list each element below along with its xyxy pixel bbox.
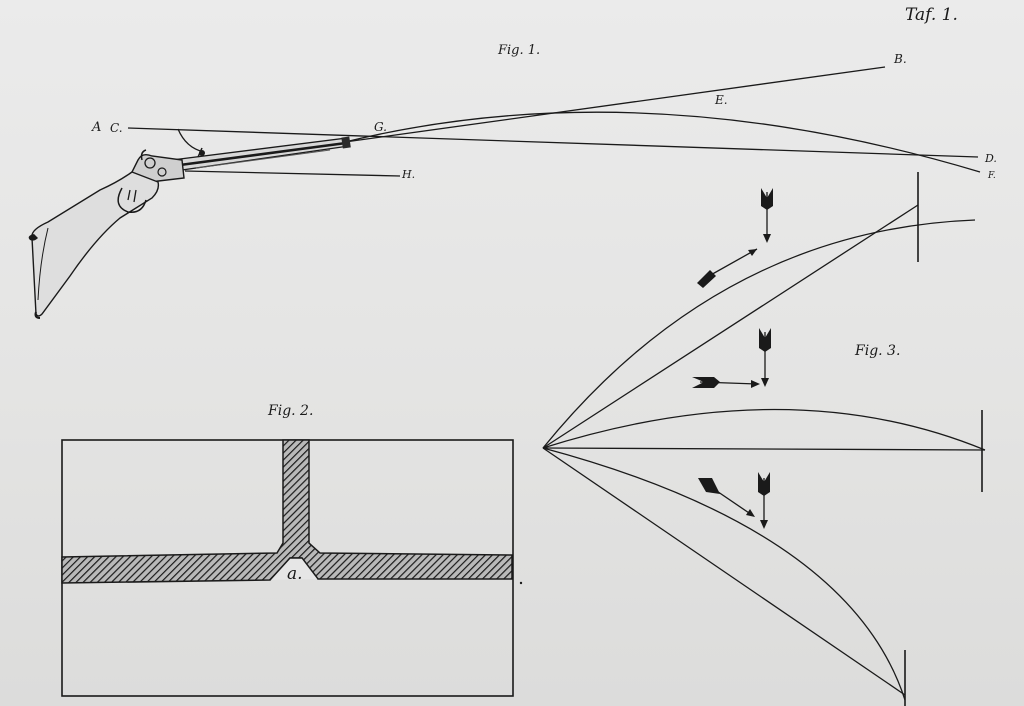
fig3-middle-arrows	[692, 328, 771, 388]
fig3-lower-straight-line	[542, 447, 906, 696]
fig1-label-b: B.	[893, 52, 907, 66]
fig1-label-e: E.	[714, 93, 728, 107]
fig1-label-c: C.	[110, 121, 123, 135]
rifle-illustration	[28, 136, 351, 319]
fig2-label-a: a.	[287, 564, 303, 584]
fig1-label-d: D.	[984, 152, 997, 165]
fig2-title: Fig. 2.	[267, 403, 313, 419]
fig3-lower-arrows	[698, 472, 770, 529]
fig3-middle-straight-line	[542, 447, 986, 451]
fig1-diagram: A C. G. B. E. D. F. H.	[28, 52, 997, 319]
fig1-title: Fig. 1.	[497, 43, 540, 58]
fig1-label-h: H.	[401, 168, 415, 181]
line-of-sight	[127, 127, 979, 158]
fig3-middle-curve	[542, 408, 986, 451]
fig3-upper-curve	[542, 219, 976, 449]
fig3-lower-curve	[542, 447, 906, 701]
plate-number-label: Taf. 1.	[905, 5, 958, 25]
fig1-label-f: F.	[987, 171, 996, 181]
fig2-diagram: a.	[61, 439, 523, 697]
trajectory-curve	[344, 111, 981, 173]
bore-axis-line	[344, 66, 886, 143]
fig3-title: Fig. 3.	[854, 343, 900, 359]
fig1-label-g: G.	[374, 120, 387, 134]
elevation-angle-arc	[177, 128, 205, 153]
line-h	[184, 170, 401, 177]
fig3-upper-straight-line	[542, 204, 919, 449]
fig1-label-a: A	[91, 120, 101, 135]
fig3-diagram	[542, 172, 986, 706]
fig3-upper-arrows	[697, 188, 773, 288]
